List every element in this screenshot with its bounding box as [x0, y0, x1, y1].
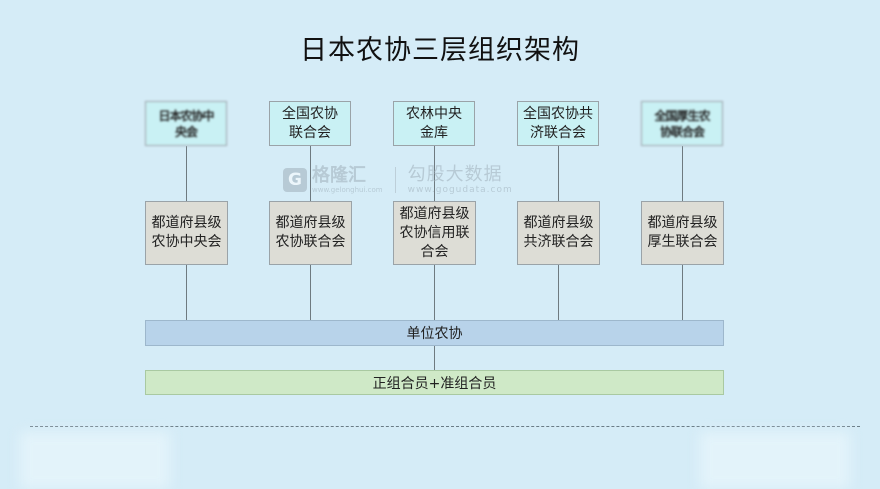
gelonghui-logo-icon: G [283, 168, 307, 192]
org-box-norinchukin-bank: 农林中央金库 [393, 101, 475, 146]
org-box-label: 农林中央金库 [406, 105, 462, 141]
org-box-label: 全国厚生农协联合会 [654, 108, 710, 139]
unit-cooperative-label: 单位农协 [406, 326, 463, 342]
org-box-label: 都道府县级农协信用联合会 [399, 205, 470, 260]
org-box-label: 日本农协中央会 [158, 108, 214, 139]
org-box-national-welfare-federation: 全国厚生农协联合会 [641, 101, 723, 146]
watermark-brand: 格隆汇 [312, 164, 366, 186]
org-box-label: 都道府县级农协联合会 [275, 215, 346, 250]
watermark-brand-url: www.gelonghui.com [312, 185, 383, 194]
watermark: G 格隆汇 www.gelonghui.com 勾股大数据 www.goguda… [283, 160, 513, 200]
org-box-prefectural-welfare-federation: 都道府县级厚生联合会 [641, 201, 724, 265]
org-box-prefectural-mutual-aid-federation: 都道府县级共济联合会 [517, 201, 600, 265]
org-box-label: 全国农协共济联合会 [523, 105, 593, 141]
dashed-divider [30, 426, 860, 427]
org-box-label: 全国农协联合会 [282, 105, 338, 141]
watermark-partner: 勾股大数据 [407, 164, 503, 185]
org-box-prefectural-federation: 都道府县级农协联合会 [269, 201, 352, 265]
watermark-divider [394, 167, 396, 193]
bottom-right-glow [700, 432, 850, 489]
org-box-label: 都道府县级厚生联合会 [647, 215, 718, 250]
member-bar: 正组合员+准组合员 [145, 370, 724, 395]
diagram-title: 日本农协三层组织架构 [300, 35, 580, 66]
bottom-left-glow [20, 432, 170, 489]
org-box-japan-central-union: 日本农协中央会 [145, 101, 227, 146]
org-box-national-federation: 全国农协联合会 [269, 101, 351, 146]
org-box-prefectural-central-union: 都道府县级农协中央会 [145, 201, 228, 265]
org-box-national-mutual-aid-federation: 全国农协共济联合会 [517, 101, 599, 146]
unit-cooperative-bar: 单位农协 [145, 320, 724, 346]
org-box-label: 都道府县级农协中央会 [151, 215, 222, 250]
org-box-prefectural-credit-federation: 都道府县级农协信用联合会 [393, 201, 476, 265]
watermark-partner-url: www.gogudata.com [407, 185, 513, 195]
member-label: 正组合员+准组合员 [372, 375, 497, 392]
org-box-label: 都道府县级共济联合会 [523, 215, 594, 250]
